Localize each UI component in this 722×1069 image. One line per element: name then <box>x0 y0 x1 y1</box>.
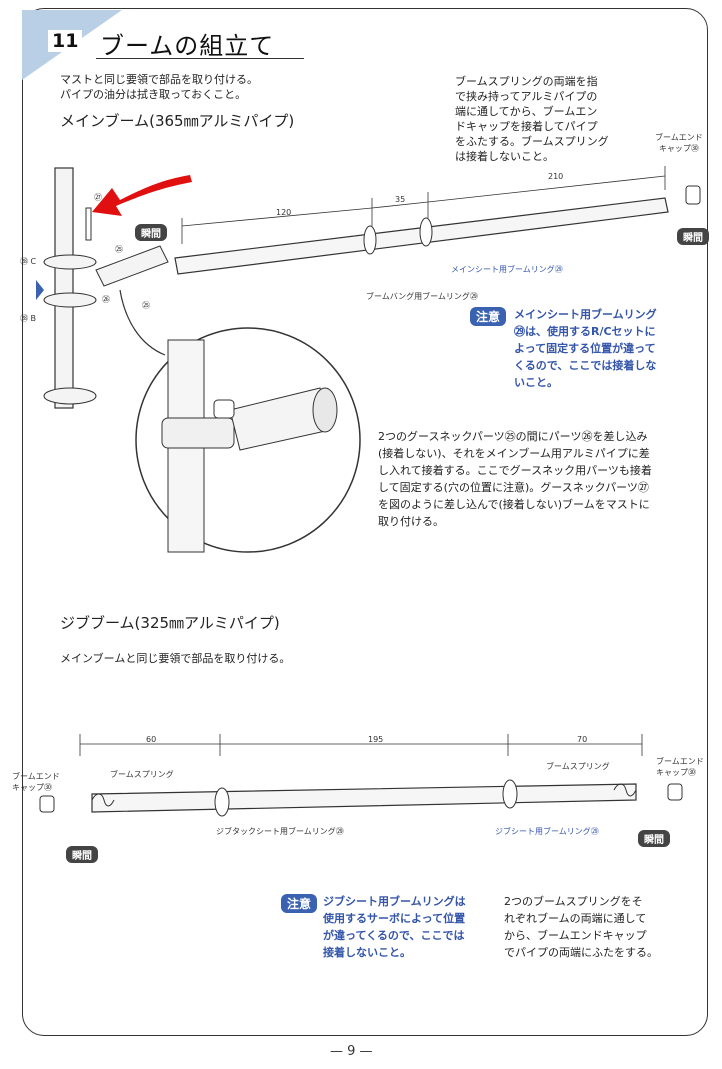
mast-fitting-base <box>43 387 97 405</box>
assembly-text: 2つのグースネックパーツ㉕の間にパーツ㉖を差し込み (接着しない)、それをメイン… <box>378 430 652 528</box>
jibtack-ring-label: ジブタックシート用ブームリング㉙ <box>216 827 344 836</box>
main-spring-note: ブームスプリングの両端を指 で挟み持ってアルミパイプの 端に通してから、ブームエ… <box>455 75 609 163</box>
page-number: — 9 — <box>330 1044 373 1059</box>
jib-spring-right <box>613 783 637 797</box>
part-label-26: ㉖ <box>102 295 110 304</box>
glue-badge-main-gooseneck: 瞬間 <box>135 222 167 241</box>
glue-badge-jib-left: 瞬間 <box>66 844 98 863</box>
mast-fitting-c <box>43 254 97 270</box>
part-label-27: ㉗ <box>94 193 102 202</box>
jib-boom-intro: メインブームと同じ要領で部品を取り付ける。 <box>60 652 291 665</box>
jib-endcap-right <box>667 783 683 801</box>
main-boom-heading: メインブーム(365㎜アルミパイプ) <box>60 112 295 130</box>
jib-dim-195: 195 <box>368 735 384 744</box>
jib-endcap-right-label: ブームエンド キャップ㉚ <box>656 757 704 777</box>
page-frame <box>22 8 708 1036</box>
jibsheet-ring <box>502 779 518 809</box>
main-caution-badge: 注意 <box>470 306 507 326</box>
jib-caution-text: ジブシート用ブームリングは 使用するサーボによって位置 が違ってくるので、ここで… <box>323 895 466 959</box>
red-arrow-icon <box>92 175 192 216</box>
main-dim-210: 210 <box>548 172 564 181</box>
part-label-25b: ㉕ <box>142 301 150 310</box>
jib-boom-pipe <box>91 783 637 813</box>
page-title: ブームの組立て <box>100 32 275 60</box>
mast-pointer <box>36 280 44 300</box>
mast-fitting-b <box>43 292 97 308</box>
step-number: 11 <box>48 30 83 52</box>
part-label-25a: ㉕ <box>115 245 123 254</box>
detail-pin <box>213 399 235 419</box>
pin-part-27 <box>85 207 92 241</box>
jib-spring-text: 2つのブームスプリングをそ れぞれブームの両端に通して から、ブームエンドキャッ… <box>504 895 658 959</box>
jib-caution-badge: 注意 <box>281 893 318 913</box>
jib-spring-right-label: ブームスプリング <box>546 762 610 771</box>
jib-spring-left-label: ブームスプリング <box>110 770 174 779</box>
detail-fitting <box>161 417 235 449</box>
main-endcap <box>685 185 701 205</box>
jib-endcap-left <box>39 795 55 813</box>
main-dim-35: 35 <box>395 195 406 204</box>
boomvang-ring-label: ブームバング用ブームリング㉙ <box>366 292 478 301</box>
main-endcap-label: ブームエンド キャップ㉚ <box>655 133 703 153</box>
jib-endcap-left-label: ブームエンド キャップ㉚ <box>12 772 60 792</box>
mast-label-c: ㉘ C <box>20 257 37 266</box>
jibsheet-ring-label: ジブシート用ブームリング㉙ <box>495 827 599 836</box>
jib-spring-left <box>91 793 115 807</box>
title-underline <box>96 58 304 59</box>
main-caution-text: メインシート用ブームリング ㉙は、使用するR/Cセットに よって固定する位置が違… <box>514 308 657 389</box>
gooseneck <box>95 245 169 287</box>
detail-boom-end <box>312 387 338 433</box>
jibtack-ring <box>214 787 230 817</box>
jib-boom-heading: ジブブーム(325㎜アルミパイプ) <box>60 614 280 632</box>
jib-dim-70: 70 <box>577 735 588 744</box>
mainsheet-ring-label: メインシート用ブームリング㉙ <box>451 265 563 274</box>
glue-badge-main-endcap: 瞬間 <box>677 226 709 245</box>
boomvang-ring <box>363 225 377 255</box>
glue-badge-jib-right: 瞬間 <box>638 828 670 847</box>
intro-text: マストと同じ要領で部品を取り付ける。 パイプの油分は拭き取っておくこと。 <box>60 73 258 101</box>
mast-label-b: ㉘ B <box>20 314 37 323</box>
mast-pipe <box>54 167 74 409</box>
mainsheet-ring <box>419 217 433 247</box>
jib-dim-60: 60 <box>146 735 157 744</box>
main-dim-120: 120 <box>276 208 292 217</box>
